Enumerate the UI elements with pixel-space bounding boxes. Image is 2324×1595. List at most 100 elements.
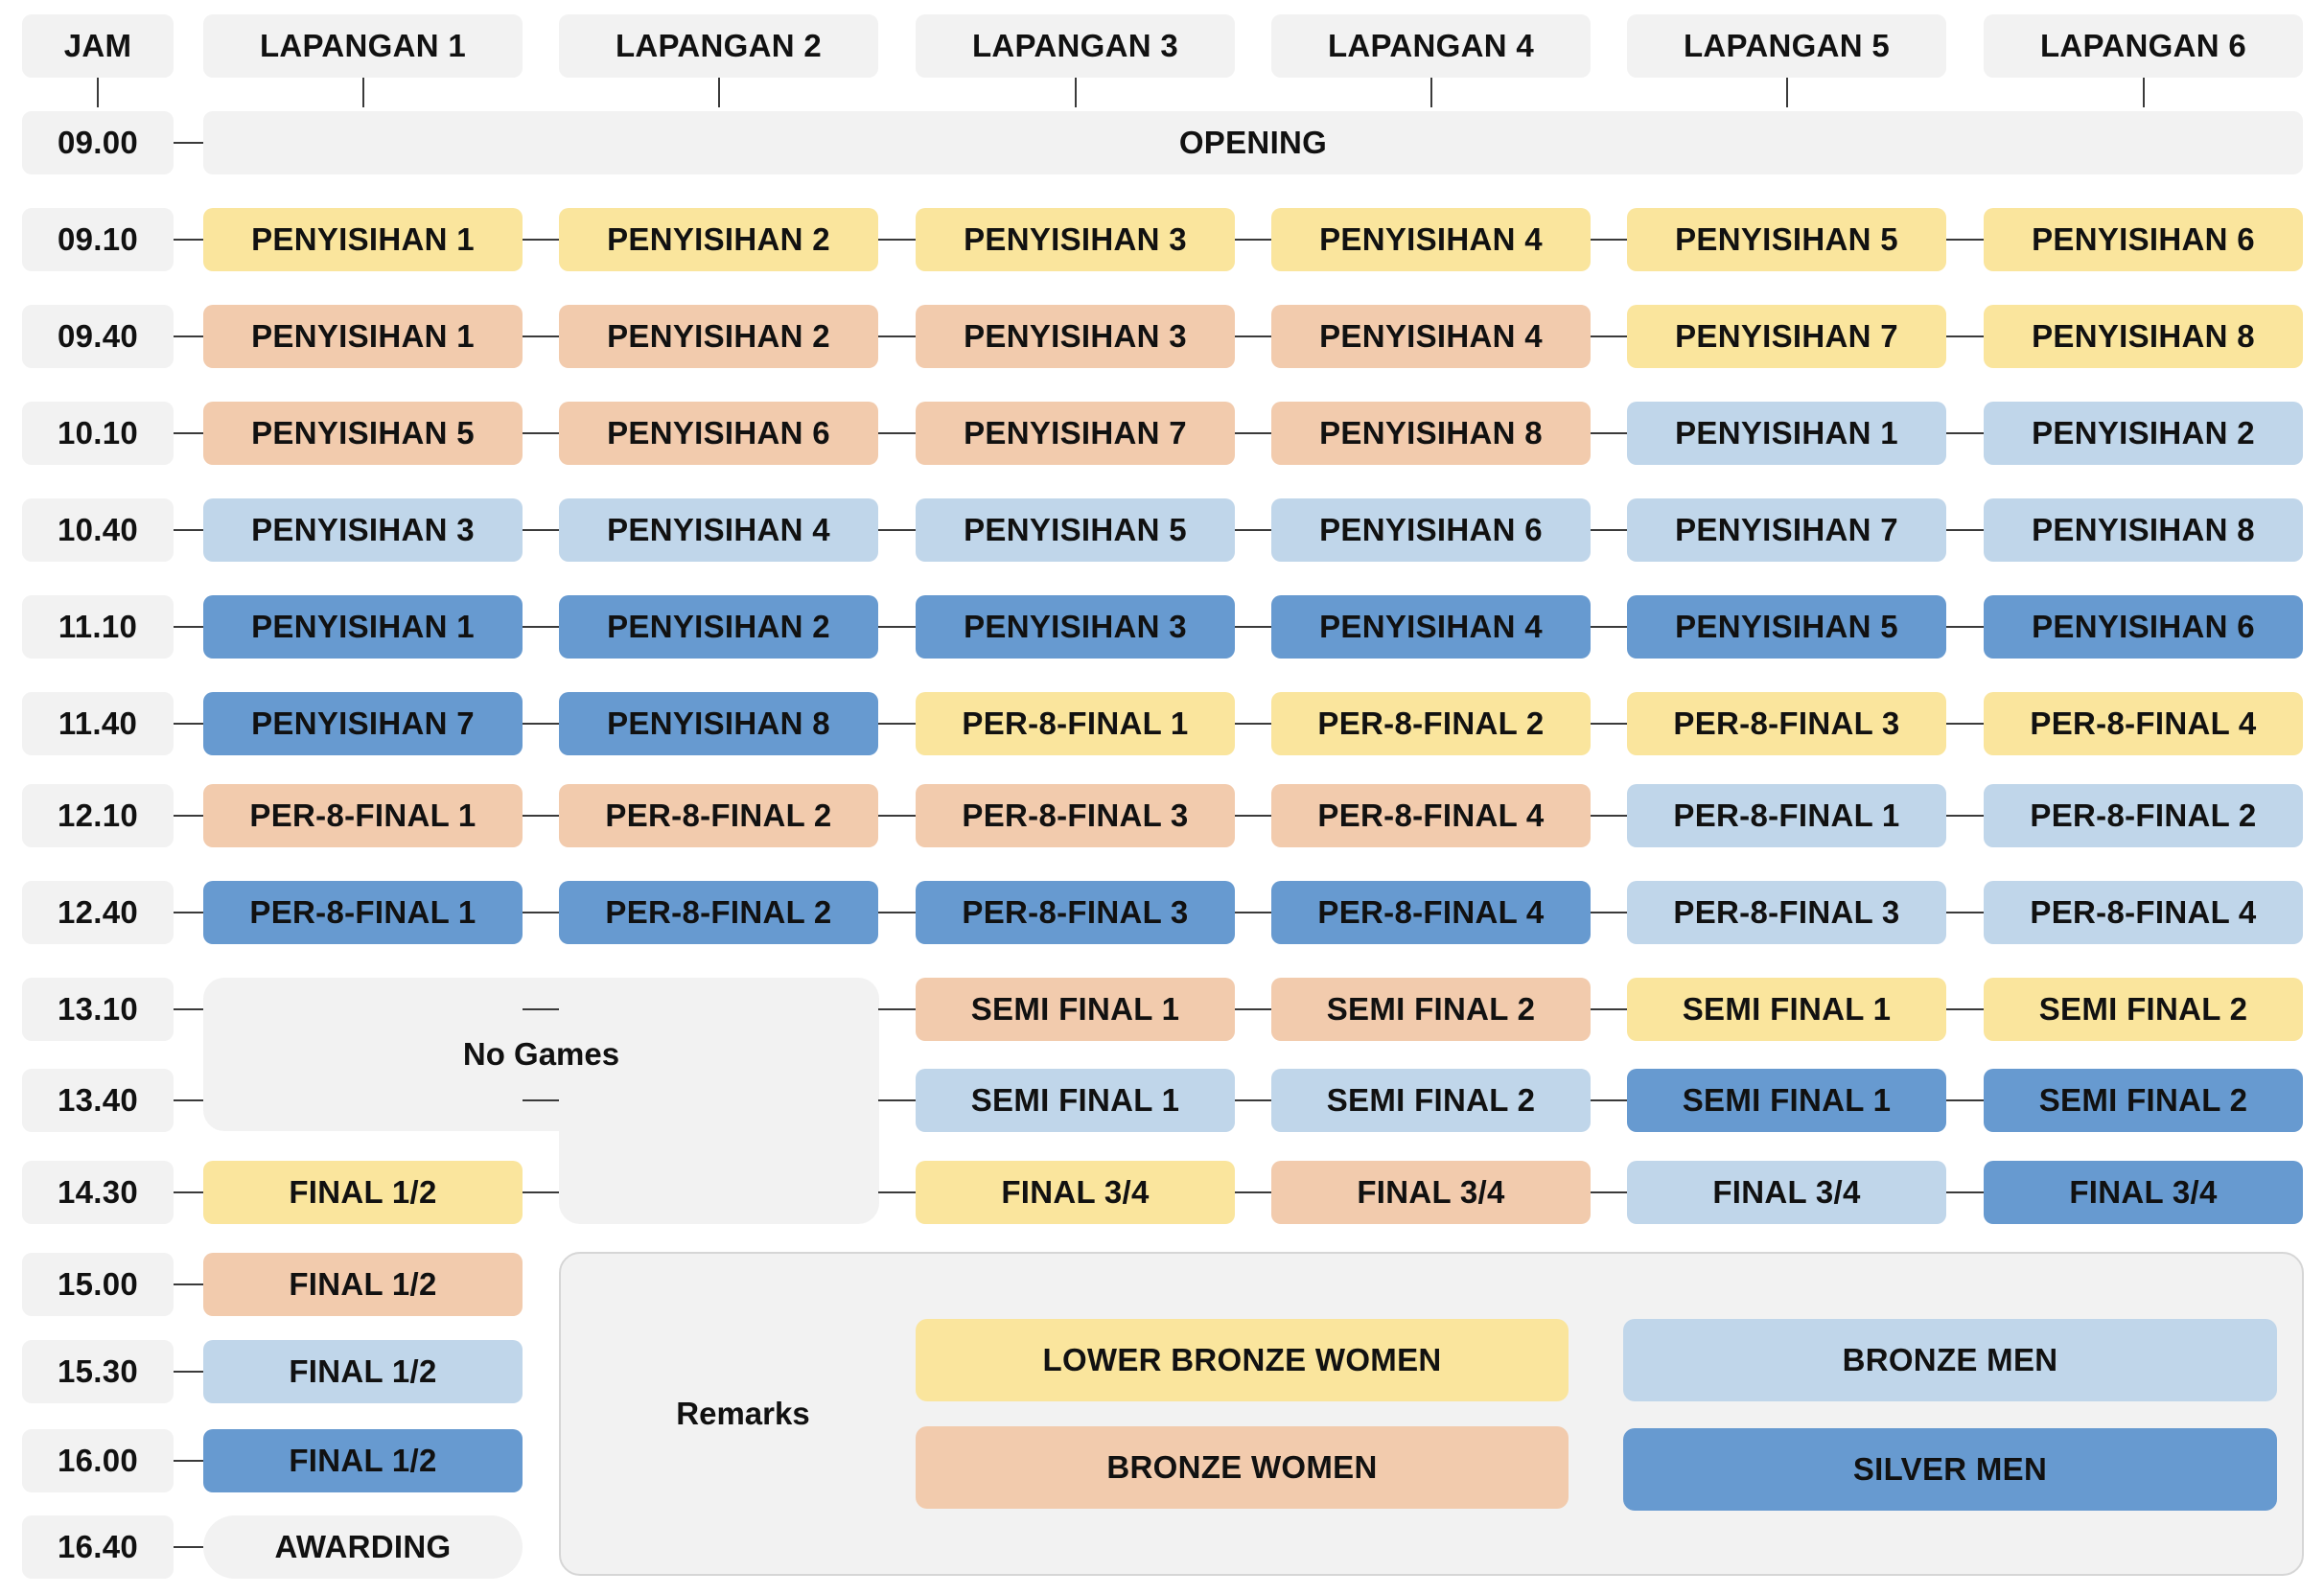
- connector-line: [1591, 432, 1627, 434]
- connector-line: [1591, 1099, 1627, 1101]
- connector-line: [174, 1008, 203, 1010]
- match-slot: PER-8-FINAL 1: [916, 692, 1235, 755]
- connector-line: [878, 1008, 916, 1010]
- match-slot: PER-8-FINAL 4: [1271, 881, 1591, 944]
- connector-line: [174, 1371, 203, 1373]
- legend-silver-men: SILVER MEN: [1623, 1428, 2277, 1511]
- connector-line: [1235, 239, 1271, 241]
- legend-bronze-women: BRONZE WOMEN: [916, 1426, 1569, 1509]
- connector-line: [523, 335, 559, 337]
- match-slot: PENYISIHAN 7: [916, 402, 1235, 465]
- match-slot: PER-8-FINAL 4: [1271, 784, 1591, 847]
- connector-line: [174, 1099, 203, 1101]
- match-slot: SEMI FINAL 2: [1984, 1069, 2303, 1132]
- match-slot: FINAL 1/2: [203, 1161, 523, 1224]
- match-slot: FINAL 3/4: [1271, 1161, 1591, 1224]
- connector-line: [523, 432, 559, 434]
- court-header-4: LAPANGAN 4: [1271, 14, 1591, 78]
- match-slot: FINAL 1/2: [203, 1340, 523, 1403]
- remarks-panel: [559, 1252, 2304, 1576]
- connector-line: [1235, 1099, 1271, 1101]
- match-slot: PER-8-FINAL 2: [559, 784, 878, 847]
- connector-line: [1591, 335, 1627, 337]
- match-slot: PENYISIHAN 8: [1984, 498, 2303, 562]
- connector-line: [1946, 1008, 1984, 1010]
- connector-line: [523, 815, 559, 817]
- opening-bar: OPENING: [203, 111, 2303, 174]
- match-slot: PENYISIHAN 6: [1271, 498, 1591, 562]
- connector-line: [878, 335, 916, 337]
- match-slot: PENYISIHAN 6: [1984, 208, 2303, 271]
- match-slot: PER-8-FINAL 3: [1627, 881, 1946, 944]
- match-slot: SEMI FINAL 2: [1984, 978, 2303, 1041]
- match-slot: PENYISIHAN 1: [203, 595, 523, 659]
- connector-line: [174, 432, 203, 434]
- match-slot: SEMI FINAL 2: [1271, 978, 1591, 1041]
- match-slot: PENYISIHAN 4: [1271, 305, 1591, 368]
- connector-line: [174, 723, 203, 725]
- header-tick: [97, 78, 99, 107]
- connector-line: [878, 626, 916, 628]
- connector-line: [174, 815, 203, 817]
- match-slot: PENYISIHAN 2: [559, 305, 878, 368]
- connector-line: [878, 1099, 916, 1101]
- connector-line: [1591, 815, 1627, 817]
- match-slot: PER-8-FINAL 2: [1984, 784, 2303, 847]
- connector-line: [523, 239, 559, 241]
- connector-line: [1946, 912, 1984, 913]
- connector-line: [174, 1460, 203, 1462]
- connector-line: [1235, 1008, 1271, 1010]
- connector-line: [1235, 335, 1271, 337]
- connector-line: [1235, 529, 1271, 531]
- match-slot: PENYISIHAN 6: [559, 402, 878, 465]
- match-slot: PENYISIHAN 3: [916, 208, 1235, 271]
- court-header-1: LAPANGAN 1: [203, 14, 523, 78]
- connector-line: [174, 239, 203, 241]
- connector-line: [523, 723, 559, 725]
- match-slot: PENYISIHAN 2: [559, 208, 878, 271]
- connector-line: [878, 432, 916, 434]
- header-tick: [1785, 78, 1788, 107]
- court-header-6: LAPANGAN 6: [1984, 14, 2303, 78]
- connector-line: [1591, 529, 1627, 531]
- connector-line: [878, 1191, 916, 1193]
- connector-line: [1235, 912, 1271, 913]
- match-slot: PENYISIHAN 2: [1984, 402, 2303, 465]
- time-slot: 09.40: [22, 305, 174, 368]
- match-slot: FINAL 1/2: [203, 1429, 523, 1492]
- match-slot: PER-8-FINAL 4: [1984, 881, 2303, 944]
- match-slot: PENYISIHAN 5: [203, 402, 523, 465]
- time-slot: 13.40: [22, 1069, 174, 1132]
- match-slot: PER-8-FINAL 3: [1627, 692, 1946, 755]
- connector-line: [523, 1099, 559, 1101]
- match-slot: PENYISIHAN 1: [1627, 402, 1946, 465]
- match-slot: PENYISIHAN 7: [1627, 305, 1946, 368]
- connector-line: [1591, 912, 1627, 913]
- legend-lower-bronze-women: LOWER BRONZE WOMEN: [916, 1319, 1569, 1401]
- connector-line: [523, 626, 559, 628]
- time-slot: 11.10: [22, 595, 174, 659]
- match-slot: SEMI FINAL 1: [916, 1069, 1235, 1132]
- connector-line: [523, 1008, 559, 1010]
- connector-line: [1946, 432, 1984, 434]
- connector-line: [523, 1191, 559, 1193]
- match-slot: SEMI FINAL 1: [916, 978, 1235, 1041]
- match-slot: PER-8-FINAL 3: [916, 881, 1235, 944]
- match-slot: PER-8-FINAL 1: [203, 784, 523, 847]
- time-slot: 09.00: [22, 111, 174, 174]
- legend-bronze-men: BRONZE MEN: [1623, 1319, 2277, 1401]
- connector-line: [1591, 1191, 1627, 1193]
- match-slot: PENYISIHAN 3: [916, 595, 1235, 659]
- connector-line: [1591, 239, 1627, 241]
- time-slot: 10.10: [22, 402, 174, 465]
- match-slot: PENYISIHAN 5: [1627, 595, 1946, 659]
- connector-line: [1591, 723, 1627, 725]
- time-slot: 14.30: [22, 1161, 174, 1224]
- time-slot: 12.10: [22, 784, 174, 847]
- remarks-label: Remarks: [676, 1396, 810, 1431]
- match-slot: SEMI FINAL 2: [1271, 1069, 1591, 1132]
- no-games-block-lower: [559, 1093, 879, 1224]
- match-slot: PENYISIHAN 5: [916, 498, 1235, 562]
- match-slot: SEMI FINAL 1: [1627, 1069, 1946, 1132]
